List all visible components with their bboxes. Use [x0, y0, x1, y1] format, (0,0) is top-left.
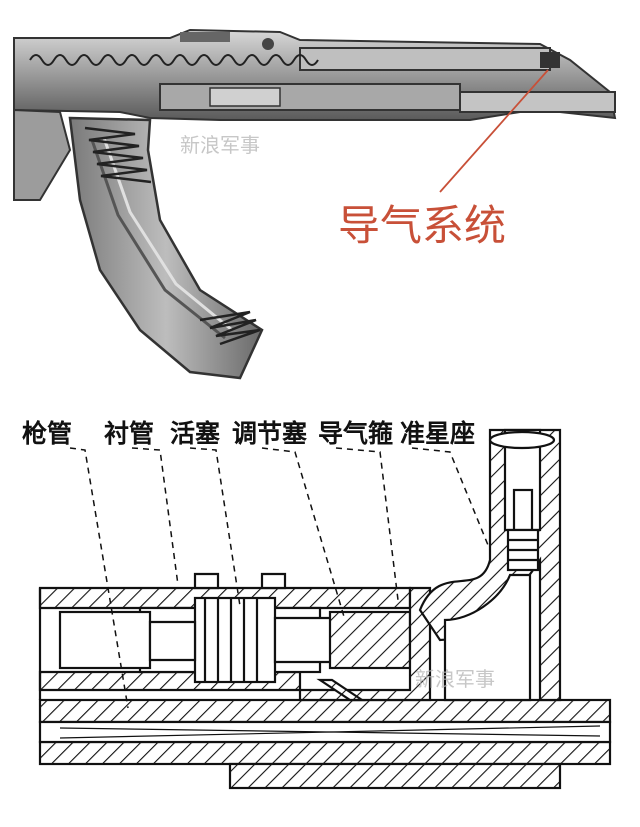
gas-system-section-drawing — [38, 428, 612, 790]
callout-pointer-line — [439, 69, 549, 193]
gas-system-label: 导气系统 — [338, 201, 506, 250]
rifle-cutaway-illustration — [13, 28, 617, 380]
watermark-bottom: 新浪军事 — [415, 667, 495, 691]
label-gas-block: 导气箍 — [318, 419, 393, 448]
label-barrel: 枪管 — [22, 419, 72, 448]
label-liner: 衬管 — [104, 419, 154, 448]
label-piston: 活塞 — [170, 419, 220, 448]
label-regulator-plug: 调节塞 — [232, 419, 307, 448]
label-front-sight-base: 准星座 — [400, 419, 475, 448]
watermark-top: 新浪军事 — [180, 133, 260, 157]
leader-lines — [69, 447, 491, 709]
